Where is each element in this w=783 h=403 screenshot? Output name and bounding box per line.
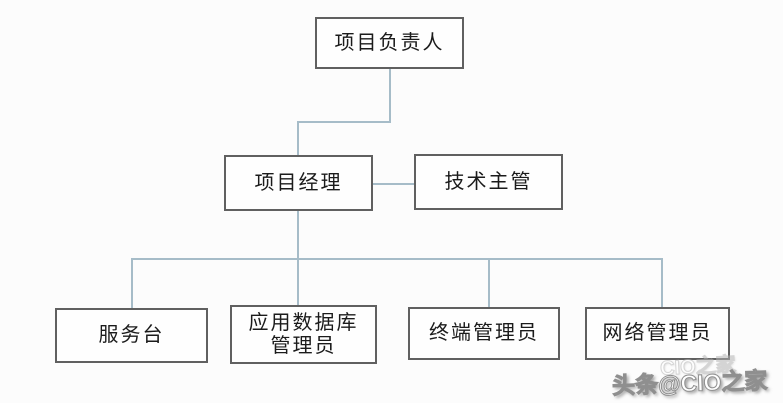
- node-project-leader: 项目负责人: [315, 17, 464, 69]
- watermark: 头条@CIO之家: [611, 367, 768, 399]
- node-label: 网络管理员: [602, 322, 713, 344]
- node-label: 服务台: [98, 324, 165, 346]
- connector-leader-down: [389, 69, 391, 123]
- node-label: 项目经理: [254, 171, 343, 194]
- connector-leader-elbow: [297, 121, 391, 123]
- connector-into-manager: [297, 121, 299, 155]
- node-tech-director: 技术主管: [414, 154, 563, 210]
- connector-stub-service-desk: [131, 258, 133, 308]
- node-label-line2: 管理员: [270, 334, 337, 357]
- node-network-admin: 网络管理员: [585, 307, 730, 360]
- node-label: 终端管理员: [429, 322, 539, 344]
- connector-bottom-rail: [131, 258, 663, 260]
- node-label-line1: 应用数据库: [248, 311, 359, 334]
- node-project-manager: 项目经理: [224, 155, 373, 211]
- node-label: 项目负责人: [334, 31, 445, 54]
- connector-stub-network: [661, 258, 663, 307]
- node-label: 技术主管: [444, 170, 533, 193]
- node-app-db-admin: 应用数据库 管理员: [230, 305, 377, 364]
- node-terminal-admin: 终端管理员: [408, 307, 560, 360]
- node-service-desk: 服务台: [55, 308, 208, 363]
- connector-stub-terminal: [488, 258, 490, 307]
- connector-manager-tech: [373, 183, 414, 185]
